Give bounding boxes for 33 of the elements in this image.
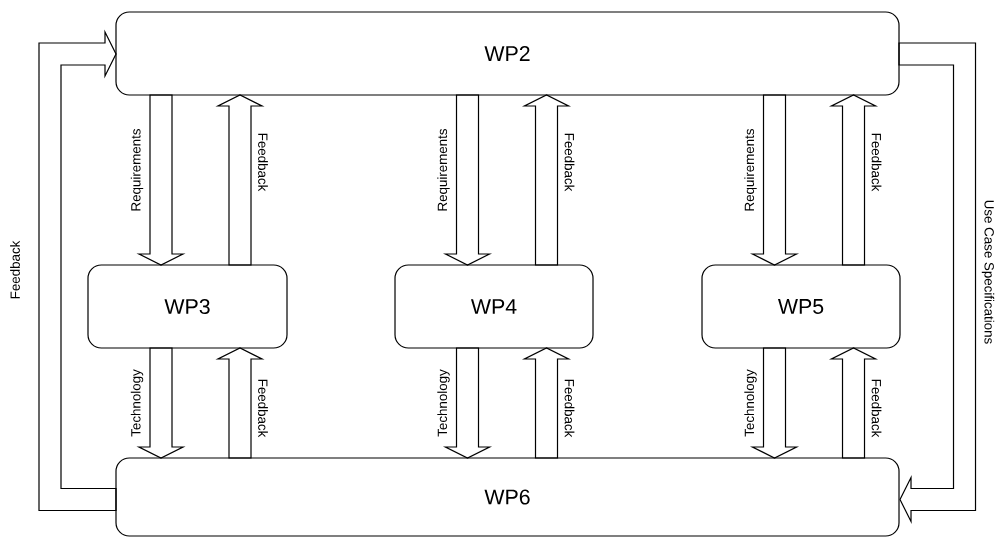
edge-label: Requirements — [437, 129, 450, 211]
block-arrow — [442, 347, 493, 459]
block-arrow — [38, 29, 117, 512]
edge-label: Feedback — [564, 379, 575, 438]
edge-label: Use Case Specifications — [981, 200, 995, 344]
block-arrow — [521, 94, 572, 266]
edge-label: Feedback — [871, 133, 882, 192]
edge-label: Technology — [130, 369, 144, 437]
block-arrow — [136, 94, 186, 266]
block-arrow — [442, 94, 493, 266]
edge-label: Feedback — [258, 133, 268, 192]
edge-label: Feedback — [258, 379, 268, 438]
edge-label: Feedback — [564, 133, 575, 192]
block-arrow — [828, 347, 879, 459]
block-arrow — [898, 42, 977, 525]
edge-label: Requirements — [744, 129, 757, 211]
block-arrow — [215, 347, 265, 459]
block-arrow — [521, 347, 572, 459]
edge-label: Technology — [744, 369, 757, 437]
process-box: WP2 — [115, 11, 900, 96]
block-arrow — [215, 94, 265, 266]
process-box: WP4 — [394, 264, 594, 349]
process-box: WP6 — [115, 457, 900, 537]
process-box: WP3 — [87, 264, 288, 349]
process-box: WP5 — [701, 264, 901, 349]
block-arrow — [136, 347, 186, 459]
edge-label: Feedback — [871, 379, 882, 438]
edge-label: Technology — [437, 369, 450, 437]
block-arrow — [749, 347, 800, 459]
edge-label: Requirements — [130, 129, 144, 211]
edge-label: Feedback — [10, 240, 20, 299]
block-arrow — [749, 94, 800, 266]
block-arrow — [828, 94, 879, 266]
